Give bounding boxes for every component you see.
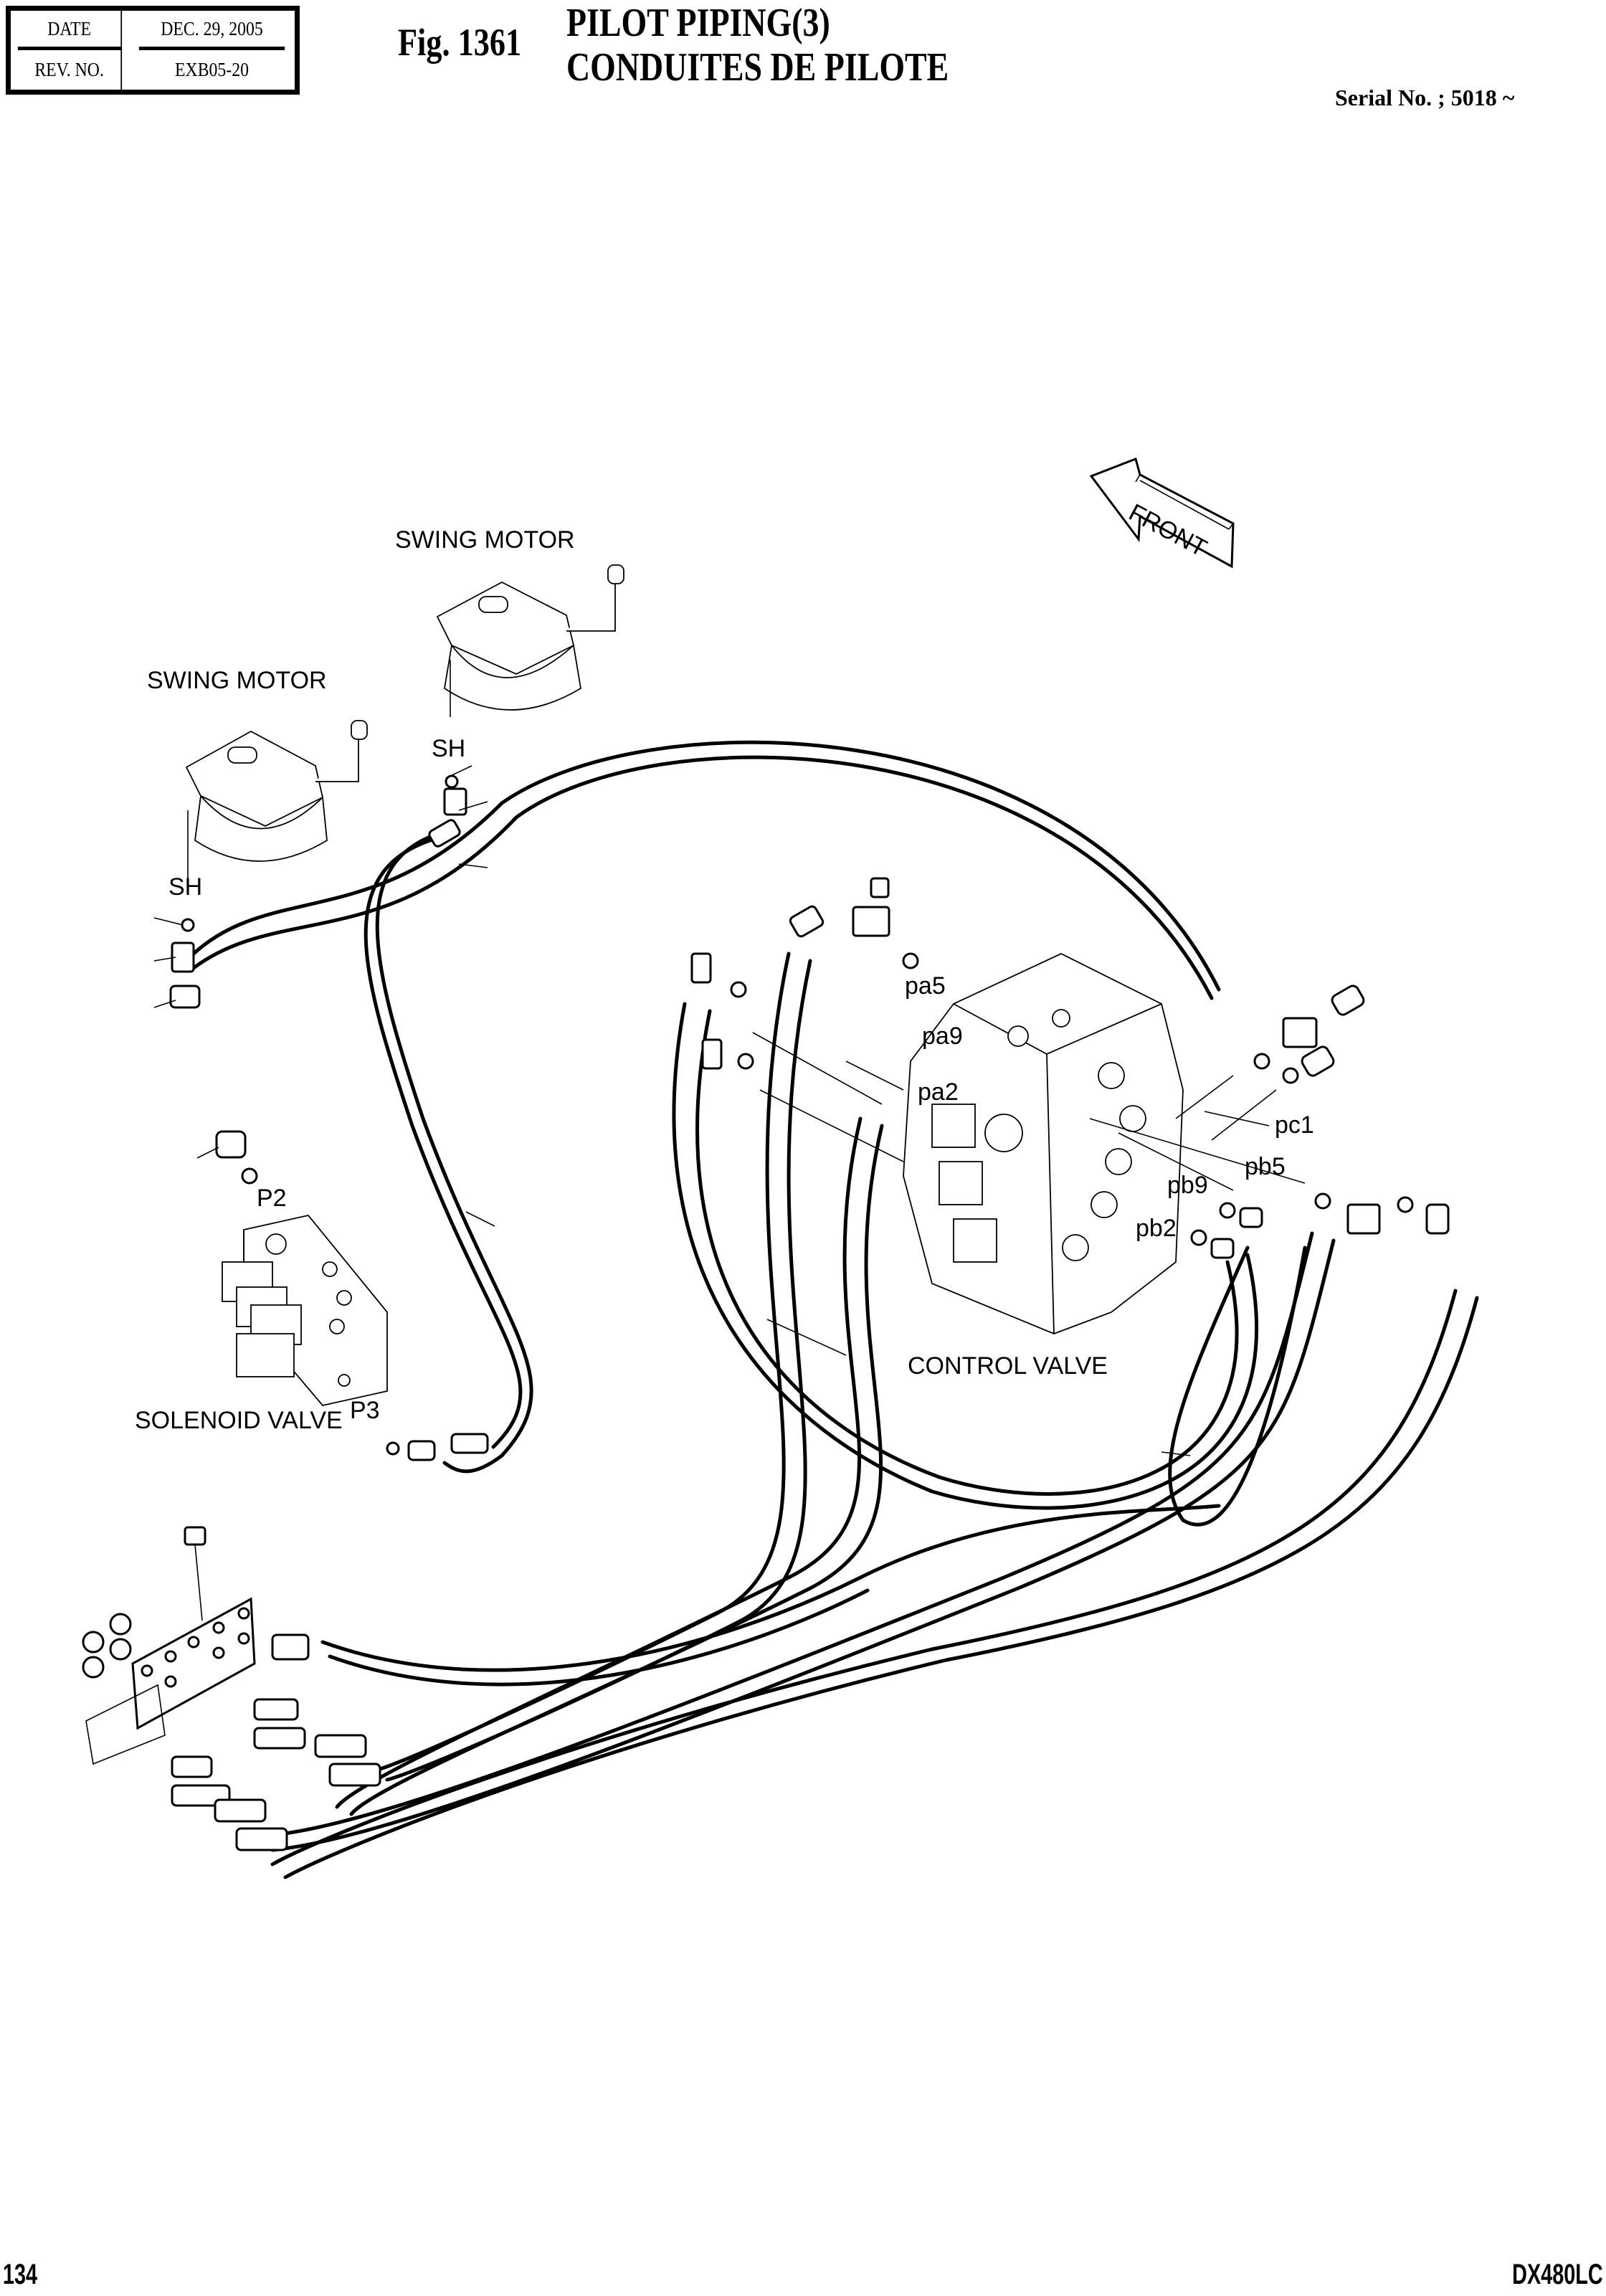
control-valve xyxy=(903,953,1184,1334)
label-pb2: pb2 xyxy=(1136,1215,1177,1242)
fittings xyxy=(169,774,1450,1461)
label-p3: P3 xyxy=(350,1397,380,1424)
label-solenoid-valve: SOLENOID VALVE xyxy=(135,1407,343,1434)
revision-info-table: DATE DEC. 29, 2005 REV. NO. EXB05-20 xyxy=(6,6,300,95)
label-pb9: pb9 xyxy=(1167,1172,1208,1199)
label-pa9: pa9 xyxy=(922,1023,963,1050)
label-swing-motor-lower: SWING MOTOR xyxy=(147,667,327,694)
figure-number: Fig. 1361 xyxy=(398,21,522,64)
label-pa5: pa5 xyxy=(905,972,946,1000)
model-name: DX480LC xyxy=(1512,2259,1603,2290)
label-p2: P2 xyxy=(257,1185,287,1212)
front-arrow-icon: FRONT xyxy=(1089,457,1235,569)
label-swing-motor-upper: SWING MOTOR xyxy=(395,526,575,554)
title-english: PILOT PIPING(3) xyxy=(566,1,830,45)
label-control-valve: CONTROL VALVE xyxy=(908,1352,1108,1380)
hose-bracket xyxy=(82,1526,381,1851)
revision-value: EXB05-20 xyxy=(175,59,249,80)
leader-lines xyxy=(153,765,1306,1456)
date-value: DEC. 29, 2005 xyxy=(138,11,285,50)
swing-motor-upper xyxy=(436,564,624,717)
hose-lines xyxy=(191,740,1479,1879)
label-pb5: pb5 xyxy=(1245,1153,1286,1180)
label-sh-upper: SH xyxy=(432,735,465,762)
revision-label: REV. NO. xyxy=(18,50,123,90)
date-label: DATE xyxy=(17,11,123,50)
page-number: 134 xyxy=(3,2259,38,2290)
swing-motor-lower xyxy=(185,720,368,882)
label-sh-lower: SH xyxy=(168,873,202,901)
serial-number: Serial No. ; 5018 ~ xyxy=(1335,85,1515,110)
title-french: CONDUITES DE PILOTE xyxy=(566,45,949,90)
label-pa2: pa2 xyxy=(918,1078,959,1106)
label-pc1: pc1 xyxy=(1275,1111,1314,1139)
solenoid-valve xyxy=(215,1130,388,1406)
